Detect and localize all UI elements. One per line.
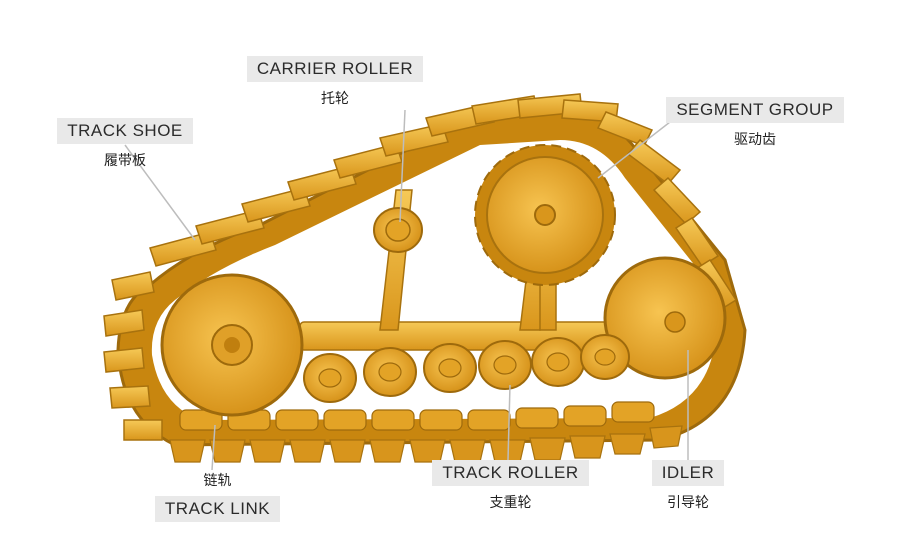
track-roller-label: TRACK ROLLER 支重轮 [418,460,603,512]
segment-group-zh: 驱动齿 [734,132,776,148]
track-roller-zh: 支重轮 [489,495,532,511]
carrier-roller-en: CARRIER ROLLER [246,56,424,82]
idler-zh: 引导轮 [667,495,709,511]
track-link-zh: 链轨 [203,473,232,489]
track-shoe-zh: 履带板 [104,153,146,169]
idler-en: IDLER [651,460,725,486]
carrier-roller-label: CARRIER ROLLER 托轮 [238,56,432,108]
front-idler-wheel [160,273,304,417]
track-roller-en: TRACK ROLLER [432,460,589,486]
track-shoe-en: TRACK SHOE [57,118,193,144]
drive-sprocket [474,144,616,286]
idler-label: IDLER 引导轮 [636,460,740,512]
track-shoes-left [103,271,163,441]
segment-group-en: SEGMENT GROUP [666,97,844,123]
carrier-roller [373,207,423,253]
track-links [179,401,655,431]
track-shoe-label: TRACK SHOE 履带板 [50,118,200,170]
track-link-en: TRACK LINK [154,496,281,522]
carrier-roller-zh: 托轮 [321,91,349,107]
idler-wheel [603,256,727,380]
track-link-label: 链轨 TRACK LINK [145,470,290,522]
leader-lines [124,109,689,471]
track-roller-hubs [318,348,616,388]
segment-group-label: SEGMENT GROUP 驱动齿 [660,97,850,149]
